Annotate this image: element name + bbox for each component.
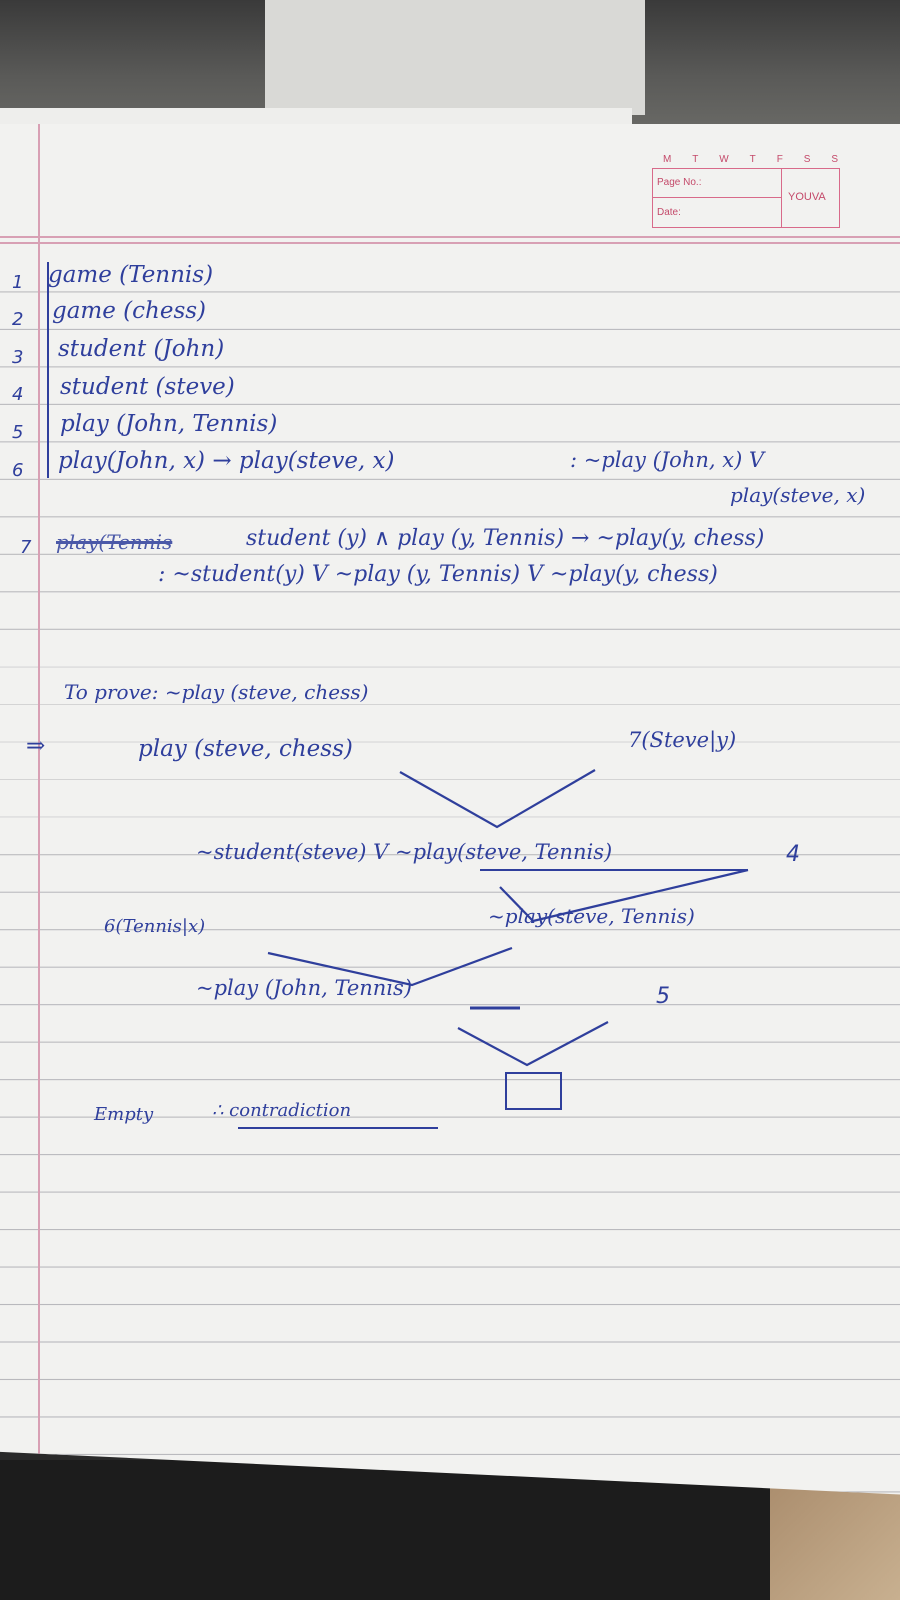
resolution-edge [267, 946, 513, 987]
day-letter: M [663, 154, 672, 165]
clause-number: 2 [12, 309, 24, 330]
clause-cnf-cont: play(steve, x) [730, 483, 866, 507]
empty-clause-box [505, 1072, 562, 1110]
day-letter: S [803, 154, 811, 165]
clause-text: student (steve) [60, 374, 235, 400]
day-letter: W [719, 154, 729, 165]
page-header-area [0, 124, 900, 242]
resolution-edge [399, 769, 596, 829]
struck-text: play(Tennis [56, 530, 173, 554]
resolution-step: play (steve, chess) [138, 736, 353, 762]
to-prove-statement: To prove: ~play (steve, chess) [64, 680, 369, 704]
margin-line [38, 124, 40, 1495]
day-letter: F [776, 154, 783, 165]
clause-text: student (John) [58, 336, 225, 362]
substitution-label: 7(Steve|y) [628, 728, 737, 752]
clause-cnf: : ~student(y) V ~play (y, Tennis) V ~pla… [158, 562, 718, 587]
resolution-step: ~play (John, Tennis) [196, 976, 413, 1000]
day-letter: S [831, 154, 838, 165]
clause-text: play(John, x) → play(steve, x) [58, 448, 395, 474]
resolution-step: ~student(steve) V ~play(steve, Tennis) [196, 840, 613, 864]
day-letter: T [749, 154, 756, 165]
conclusion-text: ∴ contradiction [212, 1100, 352, 1121]
clause-text: game (chess) [52, 298, 207, 324]
resolution-edge [457, 1021, 609, 1067]
clause-cnf: : ~play (John, x) V [570, 448, 765, 472]
clause-text: play (John, Tennis) [60, 411, 278, 437]
clause-number: 5 [12, 422, 24, 443]
clause-number: 4 [12, 384, 24, 405]
empty-label: Empty [94, 1104, 154, 1125]
implies-arrow: ⇒ [26, 733, 46, 759]
brand-logo: YOUVA [788, 191, 826, 203]
clause-text: student (y) ∧ play (y, Tennis) → ~play(y… [246, 526, 765, 551]
date-label: Date: [657, 207, 681, 218]
clause-text: game (Tennis) [48, 262, 214, 288]
clause-number: 6 [12, 460, 24, 481]
page-no-cell: Page No.: [653, 169, 782, 198]
header-line [0, 236, 900, 238]
header-line [0, 242, 900, 244]
clause-reference: 4 [786, 842, 800, 867]
page-info-box: Page No.: Date: YOUVA [652, 168, 840, 228]
clause-number: 7 [20, 537, 32, 558]
clause-number: 3 [12, 347, 24, 368]
page-no-label: Page No.: [657, 177, 702, 188]
background-object [265, 0, 645, 115]
substitution-label: 6(Tennis|x) [104, 916, 206, 937]
resolution-edge [499, 868, 749, 923]
notebook-page: M T W T F S S Page No.: Date: YOUVA [0, 124, 900, 1495]
date-cell: Date: [653, 198, 782, 227]
weekday-row: M T W T F S S [663, 154, 838, 165]
clause-reference: 5 [656, 984, 670, 1009]
day-letter: T [692, 154, 699, 165]
clause-number: 1 [12, 272, 24, 293]
